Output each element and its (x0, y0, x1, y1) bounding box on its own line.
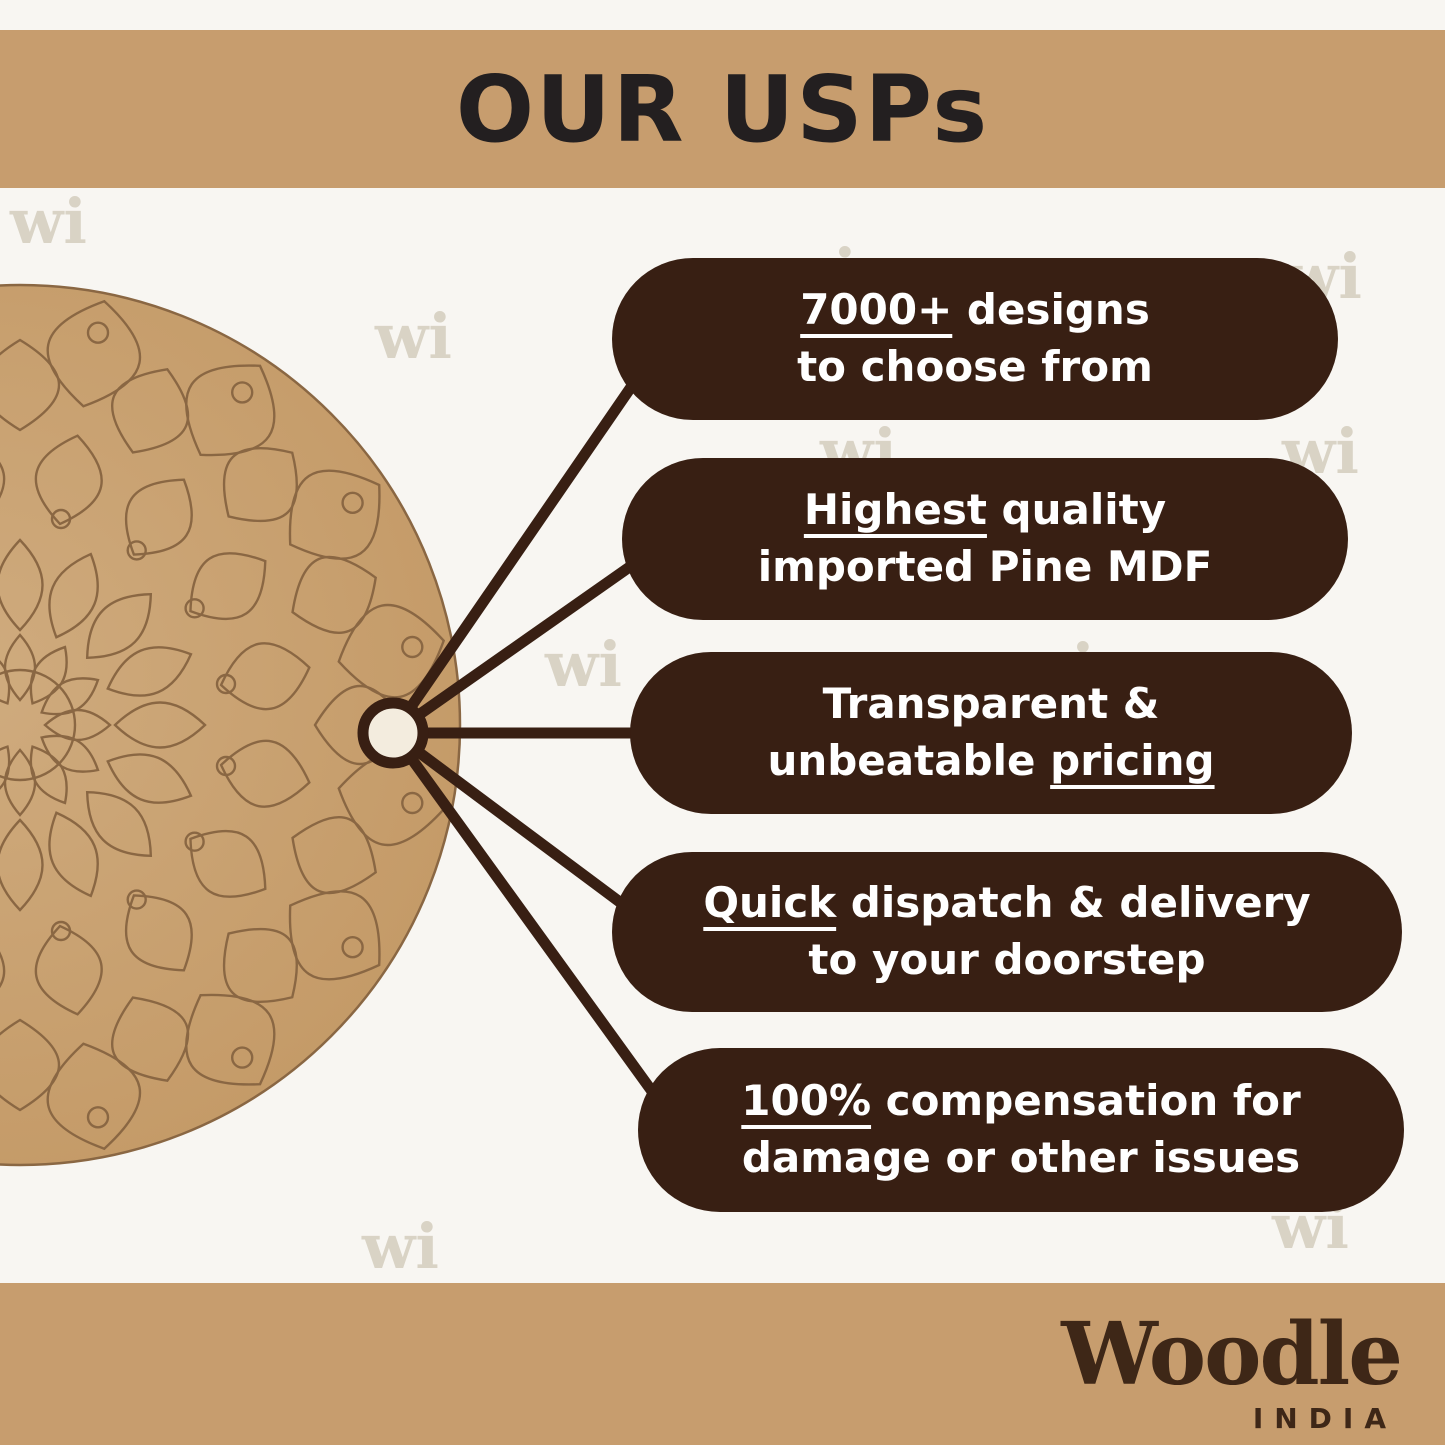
pill-line: imported Pine MDF (758, 539, 1213, 596)
usp-pill-text: Transparent &unbeatable pricing (727, 676, 1254, 789)
pill-text-segment: damage or other issues (741, 1133, 1301, 1182)
pill-line: to choose from (797, 339, 1153, 396)
pill-line: Highest quality (758, 482, 1213, 539)
pill-text-segment: dispatch & delivery (836, 878, 1311, 928)
header-band: OUR USPs (0, 30, 1445, 188)
pill-text-segment: unbeatable (767, 736, 1051, 785)
pill-text-underlined: Quick (703, 878, 837, 928)
pill-line: to your doorstep (703, 932, 1310, 989)
pill-text-underlined: Highest (803, 485, 987, 535)
pill-text-underlined: 7000+ (800, 285, 953, 335)
watermark-logo: wi (362, 1210, 439, 1283)
pill-text-segment: designs (952, 285, 1150, 335)
pill-line: damage or other issues (741, 1130, 1300, 1187)
usp-pill-pricing: Transparent &unbeatable pricing (630, 652, 1352, 814)
brand-country: INDIA (1252, 1402, 1397, 1435)
mdf-board-circle (0, 283, 462, 1167)
watermark-logo: wi (10, 185, 87, 258)
pill-text-underlined: pricing (1050, 736, 1215, 785)
pill-text-segment: quality (986, 485, 1167, 535)
watermark-logo: wi (545, 628, 622, 701)
pill-text-segment: Transparent & (822, 679, 1160, 729)
brand-name: Woodle (1061, 1304, 1403, 1405)
pill-text-segment: to your doorstep (808, 935, 1206, 984)
pill-text-segment: to choose from (797, 342, 1153, 391)
pill-text-underlined: 100% (741, 1076, 872, 1126)
pill-text-segment: imported Pine MDF (757, 542, 1213, 591)
pill-line: 7000+ designs (797, 282, 1153, 339)
pill-line: unbeatable pricing (767, 733, 1214, 790)
footer-band: Woodle INDIA (0, 1283, 1445, 1445)
pill-line: 100% compensation for (741, 1073, 1300, 1130)
pill-line: Transparent & (767, 676, 1214, 733)
pill-text-segment: compensation for (871, 1076, 1301, 1126)
pill-line: Quick dispatch & delivery (703, 875, 1310, 932)
page-title: OUR USPs (455, 55, 990, 163)
brand-logo: Woodle INDIA (1061, 1304, 1403, 1436)
mandala-board-image (0, 283, 462, 1167)
